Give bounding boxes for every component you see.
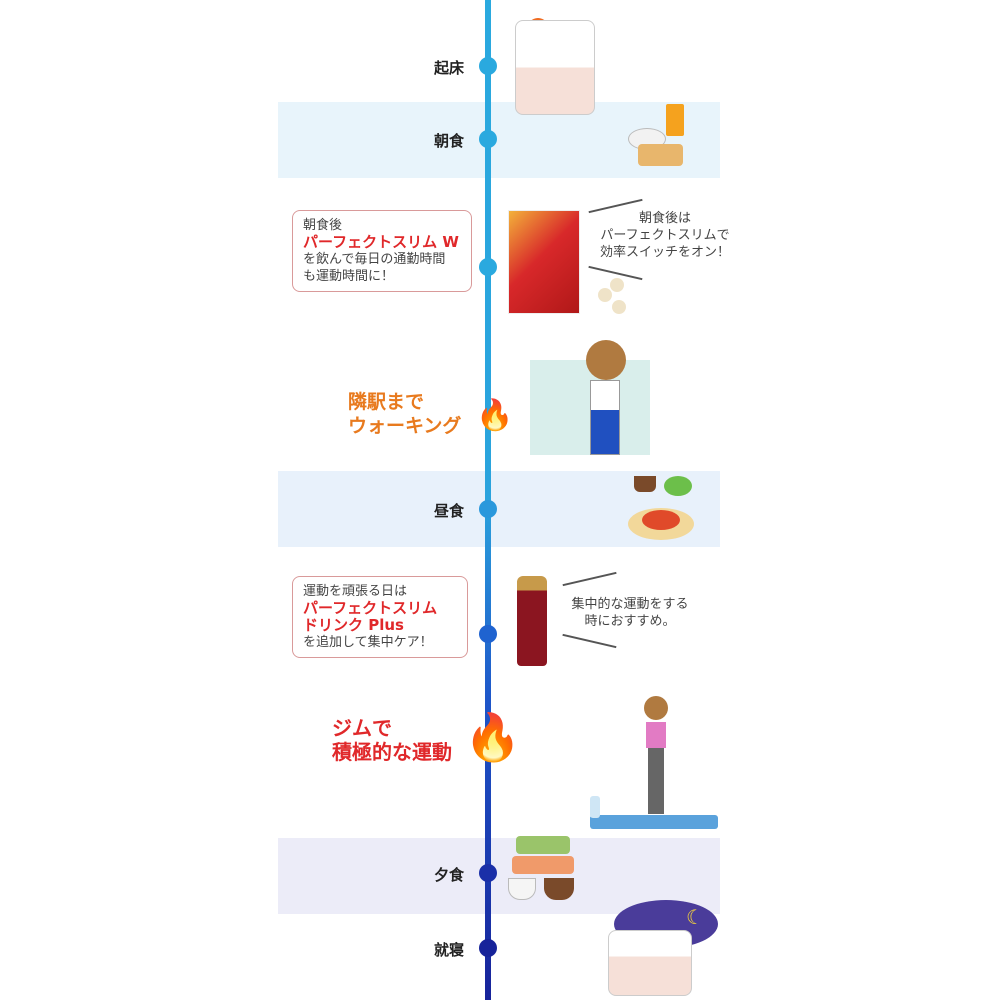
- walking-woman-body: [590, 380, 620, 455]
- moon-icon: ☾: [686, 905, 704, 929]
- walking-woman-image: [586, 340, 626, 380]
- label-wake: 起床: [433, 59, 464, 77]
- note-drink: 集中的な運動をする 時におすすめ。: [560, 596, 700, 630]
- node-dinner: [479, 864, 497, 882]
- label-lunch: 昼食: [433, 502, 464, 520]
- callout-text: を追加して集中ケア！: [303, 635, 433, 650]
- note-text: 集中的な運動をする: [571, 597, 689, 612]
- note-line: [562, 633, 617, 648]
- activity-text: ウォーキング: [348, 415, 462, 437]
- label-dinner: 夕食: [433, 866, 464, 884]
- yoga-woman-image: [636, 668, 676, 818]
- activity-text: 積極的な運動: [332, 740, 452, 764]
- note-text: 朝食後は: [638, 211, 691, 226]
- note-text: 効率スイッチをオン！: [600, 245, 731, 260]
- note-text: 時におすすめ。: [584, 614, 676, 629]
- node-wake: [479, 57, 497, 75]
- product-name: パーフェクトスリム W: [303, 233, 459, 251]
- callout-text: 運動を頑張る日は: [303, 584, 408, 599]
- node-sleep: [479, 939, 497, 957]
- activity-text: ジムで: [332, 716, 392, 740]
- note-text: パーフェクトスリムで: [600, 228, 730, 243]
- callout-text: を飲んで毎日の通勤時間: [303, 252, 446, 267]
- water-bottle-image: [590, 796, 600, 818]
- dinner-image: [508, 836, 578, 904]
- node-supplement: [479, 258, 497, 276]
- callout-text: も運動時間に！: [303, 269, 395, 284]
- tablets-image: [596, 278, 630, 318]
- label-breakfast: 朝食: [433, 132, 464, 150]
- flame-icon: 🔥: [476, 398, 514, 433]
- breakfast-image: [628, 104, 690, 166]
- node-drink: [479, 625, 497, 643]
- product-name: ドリンク Plus: [303, 616, 404, 634]
- note-line: [562, 571, 617, 586]
- yoga-mat-image: [590, 815, 718, 829]
- callout-text: 朝食後: [303, 218, 343, 233]
- label-sleep: 就寝: [433, 941, 464, 959]
- flame-icon: 🔥: [464, 710, 522, 764]
- node-lunch: [479, 500, 497, 518]
- drink-bottle-image: [517, 576, 547, 666]
- product-name: パーフェクトスリム: [303, 599, 438, 617]
- product-package-image: [508, 210, 580, 314]
- sleeping-woman-image: [608, 930, 692, 996]
- note-perfect-slim: 朝食後は パーフェクトスリムで 効率スイッチをオン！: [600, 210, 730, 261]
- activity-gym: ジムで 積極的な運動: [332, 716, 452, 764]
- node-breakfast: [479, 130, 497, 148]
- activity-text: 隣駅まで: [348, 391, 425, 413]
- waking-woman-image: [515, 20, 595, 115]
- lunch-image: [628, 470, 694, 542]
- callout-perfect-slim-w: 朝食後 パーフェクトスリム W を飲んで毎日の通勤時間 も運動時間に！: [292, 210, 472, 292]
- activity-walking: 隣駅まで ウォーキング: [348, 390, 461, 438]
- callout-perfect-slim-drink: 運動を頑張る日は パーフェクトスリム ドリンク Plus を追加して集中ケア！: [292, 576, 468, 658]
